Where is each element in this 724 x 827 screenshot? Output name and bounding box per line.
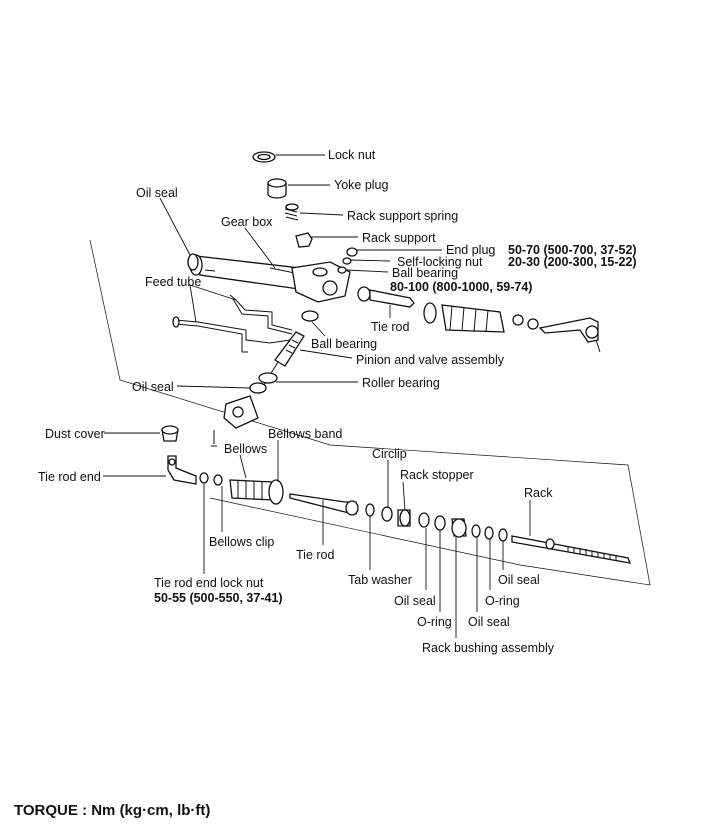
end-plug-label: End plug (446, 243, 496, 257)
rack-stopper-label: Rack stopper (400, 468, 474, 482)
feed-tube-part (172, 294, 293, 353)
oil-seal-2-label: Oil seal (468, 615, 510, 629)
tie-rod-upper-part (357, 286, 415, 308)
circlip-label: Circlip (372, 447, 407, 461)
rack-support-spring-label: Rack support spring (347, 209, 459, 223)
o-ring-2-part (484, 526, 494, 540)
bellows-band-label: Bellows band (268, 427, 343, 441)
feed-tube-label: Feed tube (145, 275, 202, 289)
ball-bearing-lower-label: Ball bearing (311, 337, 378, 351)
ball-bearing-upper-torque: 80-100 (800-1000, 59-74) (390, 280, 533, 294)
dust-cover-part (161, 425, 179, 442)
rack-part (511, 535, 632, 564)
rack-bushing-part (451, 518, 467, 538)
bellows-clip-part (213, 474, 223, 486)
oil-seal-3-part (498, 528, 508, 542)
oil-seal-3-label: Oil seal (498, 573, 540, 587)
pinion-valve-label: Pinion and valve assembly (356, 353, 504, 367)
oil-seal-1-part (418, 512, 430, 528)
tab-washer-part (365, 503, 375, 517)
oil-seal-left-label: Oil seal (132, 380, 174, 394)
o-ring-2-label: O-ring (485, 594, 520, 608)
self-locking-nut-part (342, 257, 352, 265)
ball-bearing-lower-part (301, 310, 319, 322)
lock-nut-part (252, 151, 276, 163)
circlip-part (381, 506, 393, 522)
assembly-plane-outline (89, 239, 651, 586)
oil-seal-2-part (471, 524, 481, 538)
tie-rod-upper-label: Tie rod (371, 320, 410, 334)
tie-rod-end-lock-nut-torque: 50-55 (500-550, 37-41) (154, 591, 283, 605)
valve-body-part (211, 395, 259, 447)
tie-rod-end-lower-part (167, 455, 197, 485)
gear-box-housing (189, 254, 351, 303)
rack-support-spring-part (284, 203, 299, 221)
yoke-plug-label: Yoke plug (334, 178, 389, 192)
oil-seal-top-part (187, 253, 199, 271)
yoke-plug-part (267, 178, 287, 199)
bellows-clip-label: Bellows clip (209, 535, 275, 549)
gear-box-label: Gear box (221, 215, 273, 229)
o-ring-1-part (434, 515, 446, 531)
rack-label: Rack (524, 486, 553, 500)
rack-support-part (295, 232, 313, 248)
end-plug-part (346, 247, 358, 257)
ball-bearing-upper-part (337, 266, 347, 274)
oil-seal-left-part (249, 382, 267, 394)
lock-nut-label: Lock nut (328, 148, 376, 162)
bellows-upper-part (423, 302, 539, 333)
end-plug-torque: 50-70 (500-700, 37-52) (508, 243, 637, 257)
ball-bearing-upper-label: Ball bearing (392, 266, 459, 280)
tie-rod-lower-label: Tie rod (296, 548, 335, 562)
self-locking-nut-label: Self-locking nut (397, 255, 483, 269)
tie-rod-end-lock-nut-part (199, 472, 209, 484)
leader-lines (103, 154, 531, 638)
roller-bearing-part (258, 372, 278, 384)
tie-rod-end-lock-nut-label: Tie rod end lock nut (154, 576, 264, 590)
dust-cover-label: Dust cover (45, 427, 105, 441)
tie-rod-end-label: Tie rod end (38, 470, 101, 484)
o-ring-1-label: O-ring (417, 615, 452, 629)
roller-bearing-label: Roller bearing (362, 376, 440, 390)
tie-rod-lower-part (289, 493, 359, 516)
rack-bushing-assembly-label: Rack bushing assembly (422, 641, 555, 655)
rack-support-label: Rack support (362, 231, 436, 245)
oil-seal-top-label: Oil seal (136, 186, 178, 200)
tie-rod-end-upper-part (538, 317, 601, 353)
torque-units-footer: TORQUE : Nm (kg·cm, lb·ft) (14, 802, 211, 819)
rack-stopper-part (397, 509, 411, 527)
tab-washer-label: Tab washer (348, 573, 412, 587)
bellows-label: Bellows (224, 442, 268, 456)
bellows-lower-part (229, 479, 284, 505)
self-locking-nut-torque: 20-30 (200-300, 15-22) (508, 255, 637, 269)
oil-seal-1-label: Oil seal (394, 594, 436, 608)
